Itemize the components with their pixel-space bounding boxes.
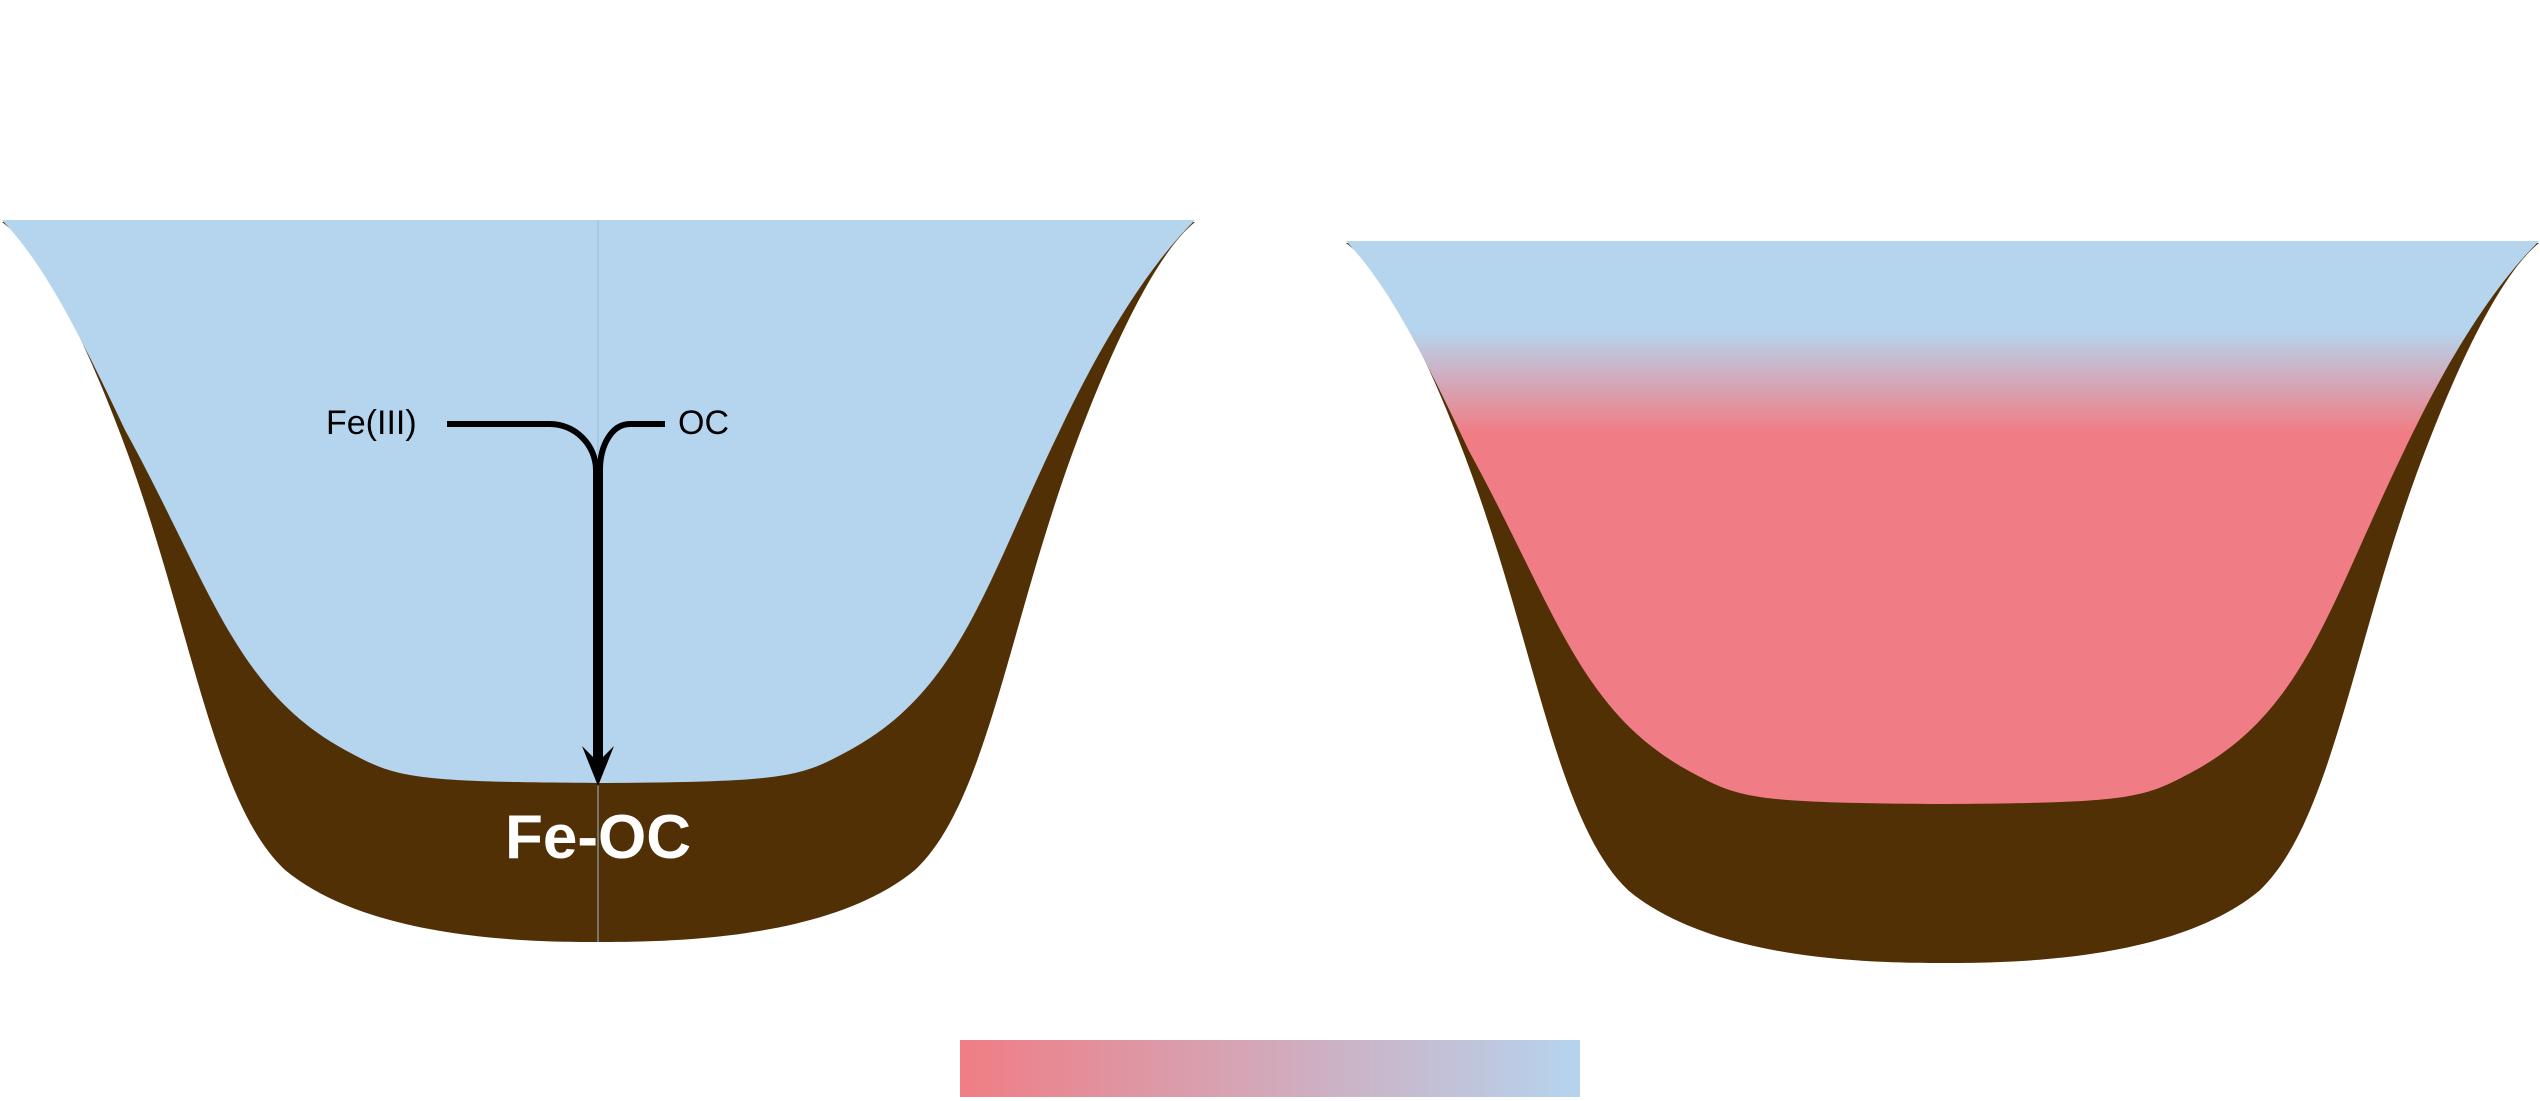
reactant-fe-iii-label: Fe(III)	[326, 404, 417, 442]
reactant-oc-label: OC	[678, 404, 729, 442]
right-lake-water	[1346, 241, 2539, 804]
arrow-head	[582, 746, 614, 786]
fe-iii-flow-line	[447, 421, 599, 770]
product-fe-oc-label: Fe-OC	[505, 803, 691, 872]
oc-flow-line	[597, 421, 665, 770]
oxygen-gradient-legend-bar	[960, 1040, 1580, 1097]
left-lake: Fe(III) OC Fe-OC	[2, 220, 1195, 942]
right-lake	[1346, 241, 2539, 963]
reaction-arrow	[447, 421, 665, 770]
